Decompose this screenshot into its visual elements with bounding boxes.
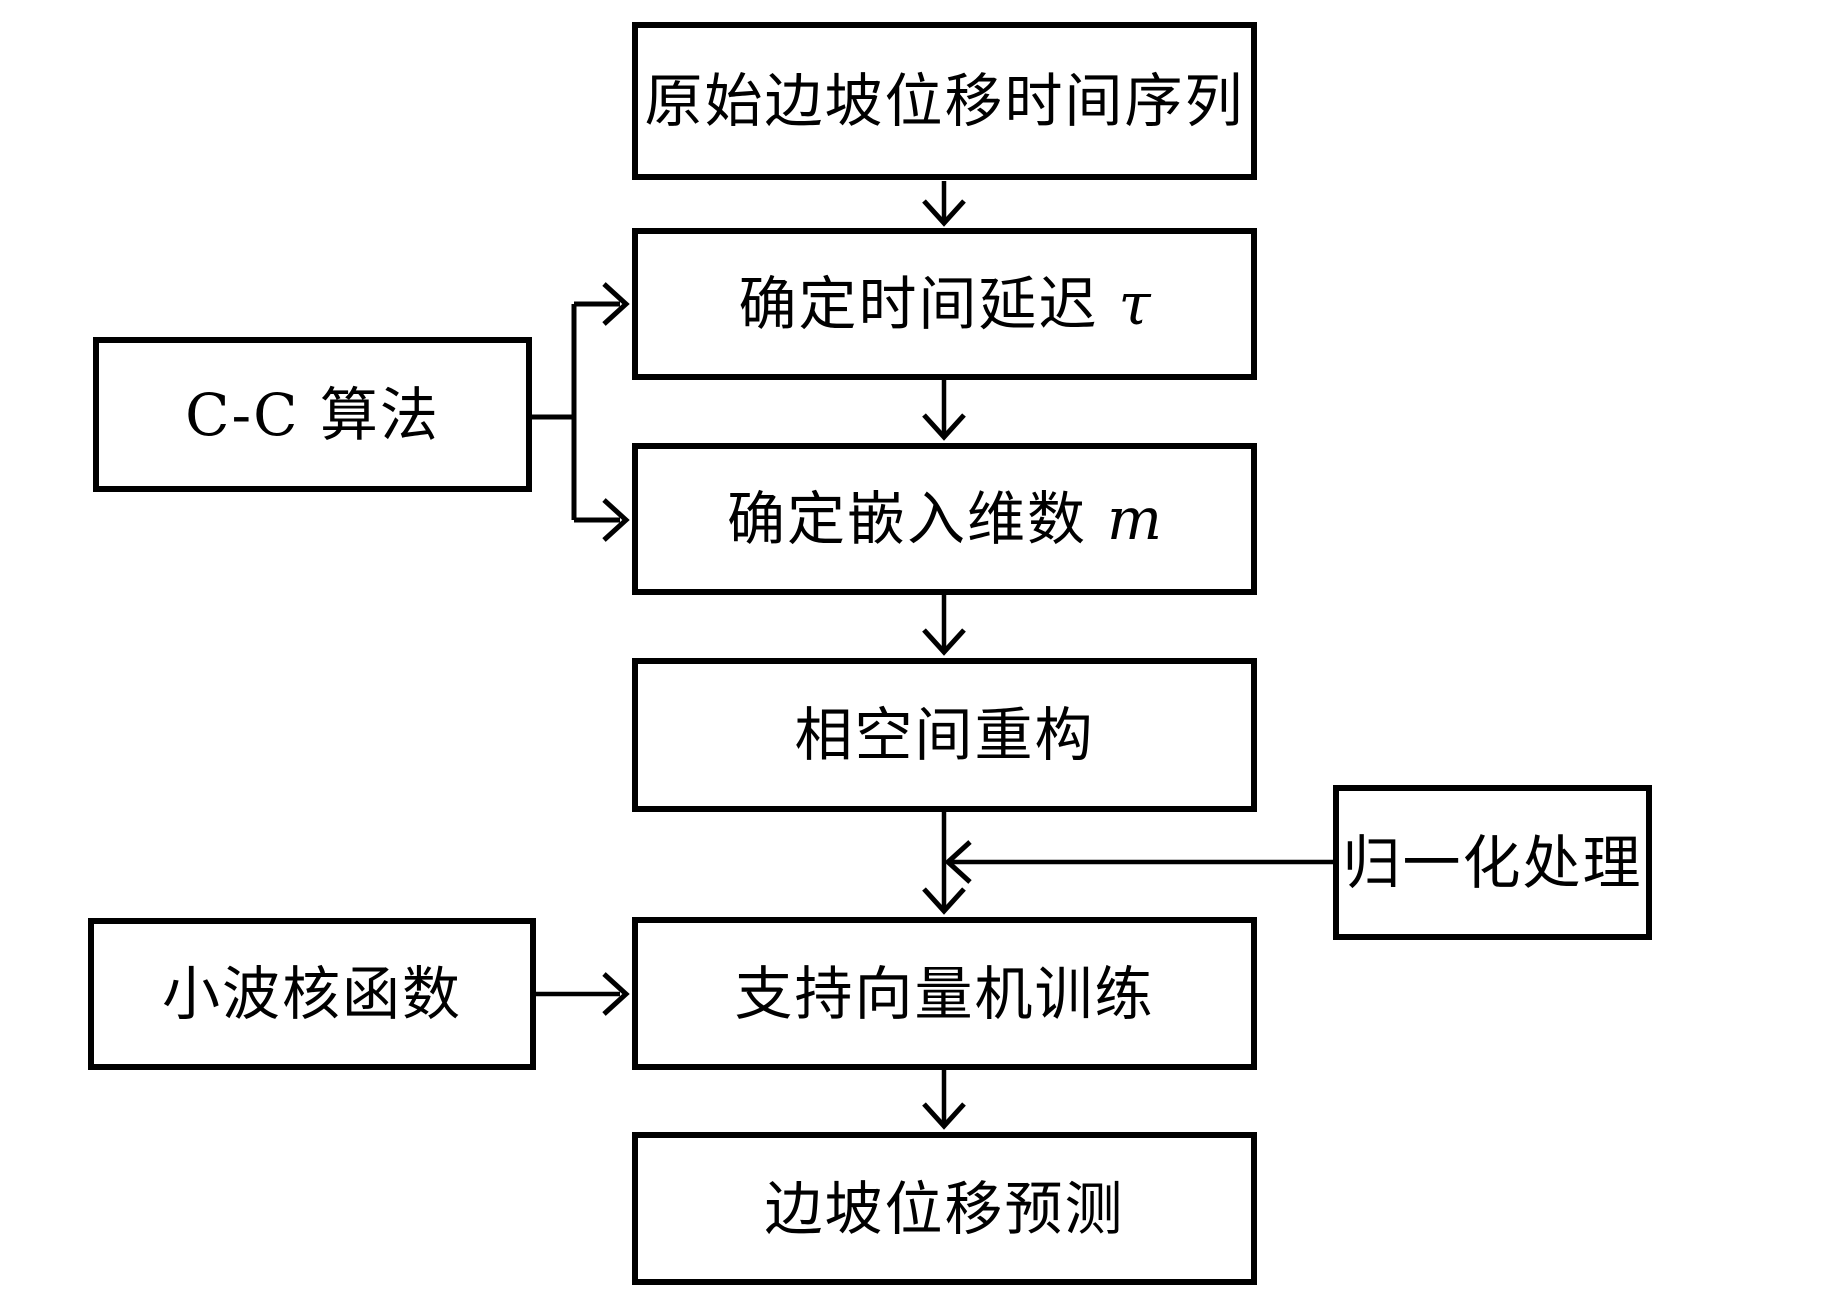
box-svm-training: 支持向量机训练 <box>632 917 1257 1070</box>
box-original-series: 原始边坡位移时间序列 <box>632 22 1257 180</box>
box-cc-algorithm-label: C-C 算法 <box>185 380 440 449</box>
box-time-delay-label: 确定时间延迟 <box>738 270 1099 338</box>
box-embedding-dimension: 确定嵌入维数 m <box>632 443 1257 595</box>
box-original-series-label: 原始边坡位移时间序列 <box>644 67 1245 135</box>
box-wavelet-kernel-label: 小波核函数 <box>161 960 462 1028</box>
m-symbol: m <box>1107 485 1162 553</box>
arrow-original-to-delay-head <box>922 199 966 227</box>
arrow-phase-to-svm-head <box>922 887 966 915</box>
arrow-dimension-to-phase-head <box>922 628 966 656</box>
arrow-delay-to-dimension-head <box>922 413 966 441</box>
box-time-delay: 确定时间延迟 τ <box>632 228 1257 380</box>
arrow-wavelet-to-svm-head <box>602 972 630 1016</box>
box-phase-space: 相空间重构 <box>632 658 1257 812</box>
box-normalization: 归一化处理 <box>1333 785 1652 940</box>
arrow-svm-to-prediction-head <box>922 1102 966 1130</box>
box-normalization-label: 归一化处理 <box>1342 828 1643 897</box>
box-embedding-dimension-label: 确定嵌入维数 <box>726 485 1087 553</box>
box-phase-space-label: 相空间重构 <box>794 701 1095 769</box>
arrow-cc-to-dimension-head <box>602 498 630 542</box>
box-cc-algorithm: C-C 算法 <box>93 337 532 492</box>
arrow-normalization-head <box>944 840 972 884</box>
box-wavelet-kernel: 小波核函数 <box>88 918 536 1070</box>
tau-symbol: τ <box>1118 270 1151 338</box>
box-svm-training-label: 支持向量机训练 <box>734 959 1155 1028</box>
wire-group <box>532 181 1333 1130</box>
arrow-cc-to-delay-head <box>602 282 630 326</box>
box-slope-prediction: 边坡位移预测 <box>632 1132 1257 1285</box>
box-slope-prediction-label: 边坡位移预测 <box>764 1174 1125 1243</box>
